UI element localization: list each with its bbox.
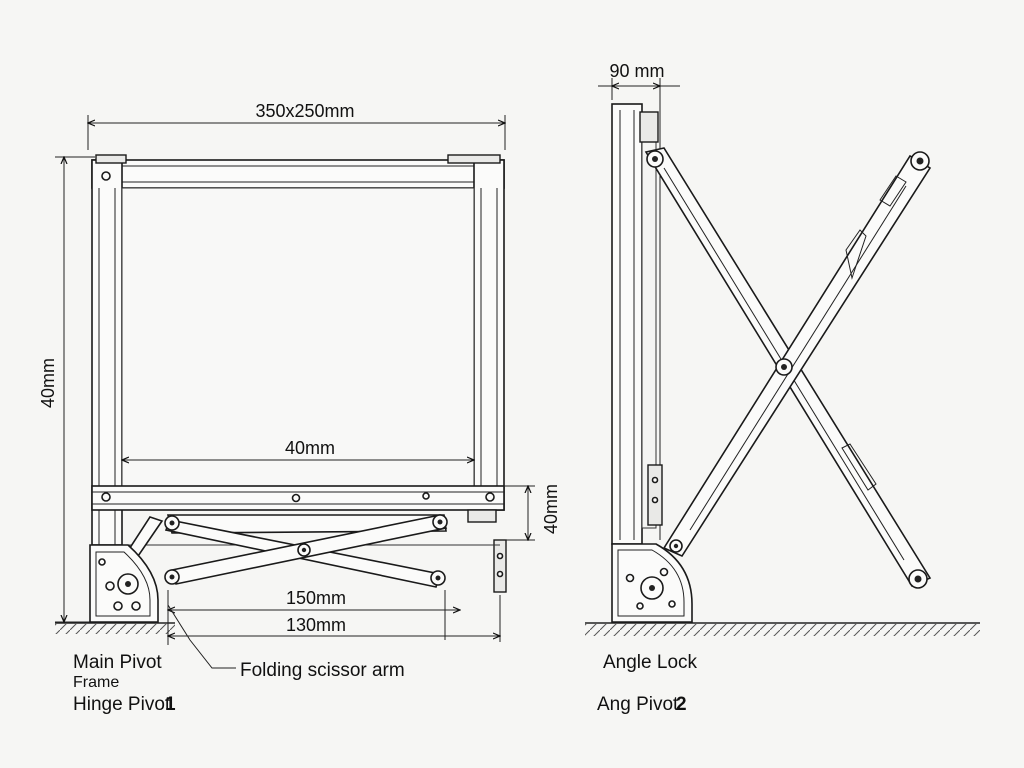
dim-left-height: 40mm — [38, 157, 95, 622]
scissor-arm-leader — [167, 604, 236, 669]
frame — [91, 154, 507, 593]
front-ground — [55, 622, 175, 634]
dim-inner-label: 40mm — [285, 438, 335, 458]
dim-top-label: 350x250mm — [255, 101, 354, 121]
angle-lock-label: Angle Lock — [603, 652, 698, 673]
dim-bottom-150-label: 150mm — [286, 588, 346, 608]
dim-right-height: 40mm — [505, 484, 561, 540]
side-scissor-arms — [644, 147, 932, 589]
side-ground — [585, 622, 980, 636]
side-upright — [611, 103, 663, 545]
hinge-pivot-number: 1 — [165, 694, 176, 715]
dim-side-depth-label: 90 mm — [609, 61, 664, 81]
angle-pivot-number: 2 — [676, 694, 687, 715]
dim-bottom-150: 150mm — [168, 588, 460, 645]
dim-bottom-130: 130mm — [168, 595, 500, 642]
main-pivot-sub-label: Frame — [73, 674, 119, 691]
dim-side-depth: 90 mm — [598, 61, 680, 110]
scissor-arm-front — [122, 514, 500, 588]
front-view: 350x250mm 40mm — [38, 101, 561, 715]
side-view: 90 mm — [585, 61, 980, 715]
dim-inner-width: 40mm — [122, 438, 474, 460]
main-pivot-hinge — [89, 544, 159, 623]
scissor-arm-label: Folding scissor arm — [240, 660, 405, 681]
dim-left-label: 40mm — [38, 358, 58, 408]
hinge-pivot-label: Hinge Pivot — [73, 694, 171, 715]
dim-top-width: 350x250mm — [88, 101, 505, 150]
dim-right-label: 40mm — [541, 484, 561, 534]
angle-lock-hinge — [611, 543, 693, 623]
angle-pivot-label: Ang Pivot — [597, 694, 679, 715]
dim-bottom-130-label: 130mm — [286, 615, 346, 635]
main-pivot-label: Main Pivot — [73, 652, 162, 673]
